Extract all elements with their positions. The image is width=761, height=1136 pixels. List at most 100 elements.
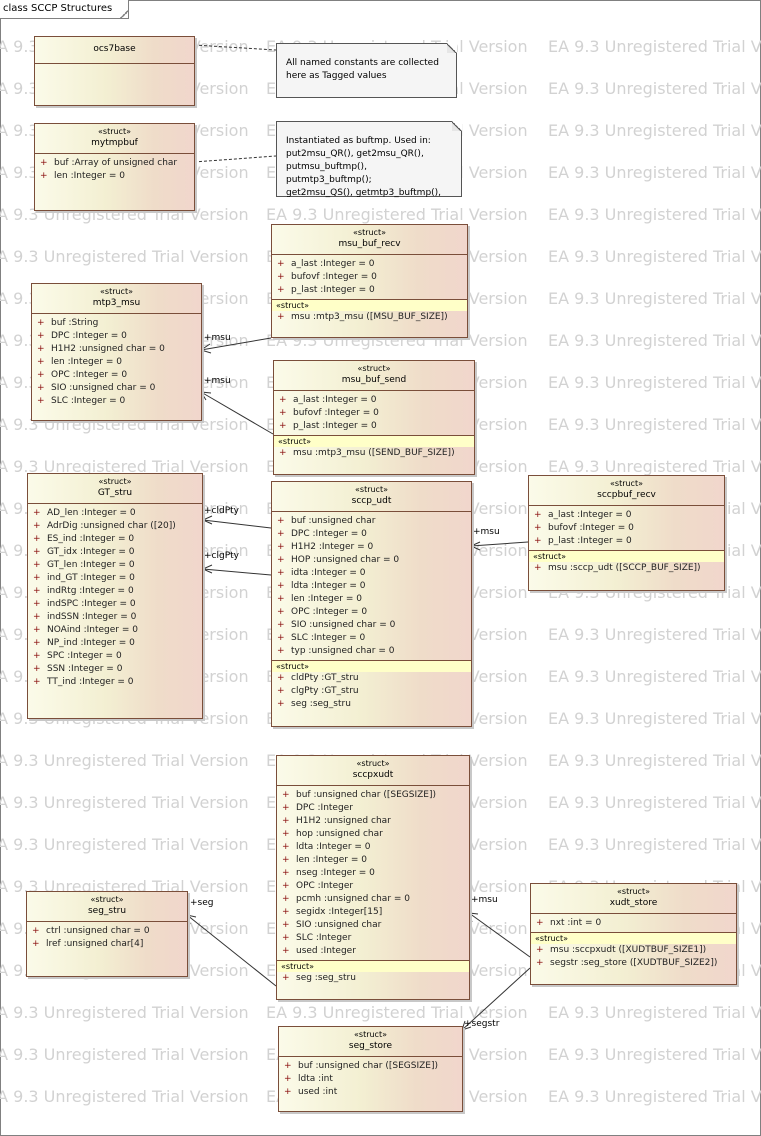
visibility-marker: + (277, 516, 285, 526)
attribute-row[interactable]: +bufovf :Integer = 0 (274, 407, 474, 420)
visibility-marker: + (534, 510, 542, 520)
visibility-marker: + (534, 523, 542, 533)
attribute-row[interactable]: +indSPC :Integer = 0 (28, 598, 202, 611)
class-gt_stru[interactable]: «struct»GT_stru+AD_len :Integer = 0+AdrD… (27, 473, 203, 719)
attribute-row[interactable]: +nseg :Integer = 0 (277, 867, 469, 880)
class-mtp3_msu[interactable]: «struct»mtp3_msu+buf :String+DPC :Intege… (31, 283, 202, 421)
class-msu_buf_send[interactable]: «struct»msu_buf_send+a_last :Integer = 0… (273, 360, 475, 475)
visibility-marker: + (277, 272, 285, 282)
class-sccpxudt[interactable]: «struct»sccpxudt+buf :unsigned char ([SE… (276, 755, 470, 1000)
class-stereotype: «struct» (354, 1030, 387, 1039)
attribute-row[interactable]: +SIO :unsigned char (277, 919, 469, 932)
association-row[interactable]: +msu :sccpxudt ([XUDTBUF_SIZE1]) (531, 944, 736, 957)
attribute-row[interactable]: +p_last :Integer = 0 (274, 420, 474, 433)
attribute-row[interactable]: +NP_ind :Integer = 0 (28, 637, 202, 650)
attribute-row[interactable]: +H1H2 :Integer = 0 (272, 541, 471, 554)
attribute-row[interactable]: +AD_len :Integer = 0 (28, 507, 202, 520)
attribute-row[interactable]: +indRtg :Integer = 0 (28, 585, 202, 598)
attribute-row[interactable]: +SLC :Integer = 0 (272, 632, 471, 645)
attribute-row[interactable]: +typ :unsigned char = 0 (272, 645, 471, 658)
attribute-row[interactable]: +p_last :Integer = 0 (272, 284, 467, 297)
attribute-list: +a_last :Integer = 0+bufovf :Integer = 0… (529, 506, 724, 550)
attribute-row[interactable]: +ldta :Integer = 0 (277, 841, 469, 854)
class-sccpbuf_recv[interactable]: «struct»sccpbuf_recv+a_last :Integer = 0… (528, 475, 725, 591)
attribute-row[interactable]: +SLC :Integer (277, 932, 469, 945)
attribute-row[interactable]: +used :Integer (277, 945, 469, 958)
attribute-row[interactable]: +H1H2 :unsigned char = 0 (32, 343, 201, 356)
attribute-row[interactable]: +SIO :unsigned char = 0 (272, 619, 471, 632)
attribute-row[interactable]: +AdrDig :unsigned char ([20]) (28, 520, 202, 533)
attribute-row[interactable]: +bufovf :Integer = 0 (272, 271, 467, 284)
attribute-row[interactable]: +segidx :Integer[15] (277, 906, 469, 919)
attribute-row[interactable]: +DPC :Integer = 0 (32, 330, 201, 343)
association-row[interactable]: +seg :seg_stru (277, 972, 469, 985)
attribute-row[interactable]: +a_last :Integer = 0 (274, 394, 474, 407)
attribute-row[interactable]: +hop :unsigned char (277, 828, 469, 841)
class-seg_store[interactable]: «struct»seg_store+buf :unsigned char ([S… (278, 1026, 463, 1112)
attribute-row[interactable]: +HOP :unsigned char = 0 (272, 554, 471, 567)
attribute-row[interactable]: +ldta :Integer = 0 (272, 580, 471, 593)
attribute-row[interactable]: +ind_GT :Integer = 0 (28, 572, 202, 585)
attribute-row[interactable]: +SSN :Integer = 0 (28, 663, 202, 676)
attribute-row[interactable]: +indSSN :Integer = 0 (28, 611, 202, 624)
attribute-row[interactable]: +pcmh :unsigned char = 0 (277, 893, 469, 906)
note-named-constants: All named constants are collected here a… (276, 43, 457, 98)
attribute-row[interactable]: +len :Integer = 0 (35, 170, 194, 183)
link-xudt_store-seg_store (461, 967, 531, 1031)
attribute-row[interactable]: +a_last :Integer = 0 (272, 258, 467, 271)
attribute-row[interactable]: +ES_ind :Integer = 0 (28, 533, 202, 546)
attribute-row[interactable]: +buf :unsigned char ([SEGSIZE]) (277, 789, 469, 802)
class-xudt_store[interactable]: «struct»xudt_store+nxt :int = 0«struct»+… (530, 883, 737, 985)
attribute-row[interactable]: +ldta :int (279, 1073, 462, 1086)
attribute-row[interactable]: +used :int (279, 1086, 462, 1099)
attribute-text: buf :unsigned char ([SEGSIZE]) (296, 790, 436, 800)
attribute-row[interactable]: +DPC :Integer (277, 802, 469, 815)
attribute-list: +nxt :int = 0 (531, 914, 736, 932)
attribute-row[interactable]: +len :Integer = 0 (32, 356, 201, 369)
association-row[interactable]: +seg :seg_stru (272, 698, 471, 711)
association-row[interactable]: +segstr :seg_store ([XUDTBUF_SIZE2]) (531, 957, 736, 970)
class-sccp_udt[interactable]: «struct»sccp_udt+buf :unsigned char+DPC … (271, 481, 472, 727)
association-row[interactable]: +msu :sccp_udt ([SCCP_BUF_SIZE]) (529, 562, 724, 575)
note-link-ocs7base (193, 44, 277, 51)
attribute-row[interactable]: +len :Integer = 0 (277, 854, 469, 867)
note-link-mytmpbuf (193, 155, 277, 163)
attribute-row[interactable]: +buf :Array of unsigned char (35, 157, 194, 170)
attribute-row[interactable]: +OPC :Integer = 0 (272, 606, 471, 619)
attribute-row[interactable]: +idta :Integer = 0 (272, 567, 471, 580)
visibility-marker: + (284, 1074, 292, 1084)
attribute-row[interactable]: +GT_len :Integer = 0 (28, 559, 202, 572)
attribute-row[interactable]: +OPC :Integer (277, 880, 469, 893)
attribute-row[interactable]: +OPC :Integer = 0 (32, 369, 201, 382)
class-stereotype: «struct» (357, 364, 391, 373)
association-row[interactable]: +cldPty :GT_stru (272, 672, 471, 685)
attribute-row[interactable]: +buf :unsigned char (272, 515, 471, 528)
class-mytmpbuf[interactable]: «struct»mytmpbuf+buf :Array of unsigned … (34, 123, 195, 211)
attribute-row[interactable]: +lref :unsigned char[4] (27, 938, 187, 951)
attribute-row[interactable]: +TT_ind :Integer = 0 (28, 676, 202, 689)
attribute-row[interactable]: +ctrl :unsigned char = 0 (27, 925, 187, 938)
attribute-row[interactable]: +SPC :Integer = 0 (28, 650, 202, 663)
attribute-row[interactable]: +GT_idx :Integer = 0 (28, 546, 202, 559)
attribute-row[interactable]: +SLC :Integer = 0 (32, 395, 201, 408)
attribute-list: +a_last :Integer = 0+bufovf :Integer = 0… (274, 391, 474, 435)
attribute-row[interactable]: +buf :String (32, 317, 201, 330)
attribute-row[interactable]: +bufovf :Integer = 0 (529, 522, 724, 535)
attribute-row[interactable]: +p_last :Integer = 0 (529, 535, 724, 548)
attribute-row[interactable]: +nxt :int = 0 (531, 917, 736, 930)
association-row[interactable]: +msu :mtp3_msu ([MSU_BUF_SIZE]) (272, 311, 467, 324)
attribute-row[interactable]: +NOAind :Integer = 0 (28, 624, 202, 637)
association-text: segstr :seg_store ([XUDTBUF_SIZE2]) (550, 958, 718, 968)
association-row[interactable]: +msu :mtp3_msu ([SEND_BUF_SIZE]) (274, 447, 474, 460)
association-text: msu :mtp3_msu ([MSU_BUF_SIZE]) (291, 312, 448, 322)
attribute-row[interactable]: +buf :unsigned char ([SEGSIZE]) (279, 1060, 462, 1073)
attribute-row[interactable]: +len :Integer = 0 (272, 593, 471, 606)
attribute-row[interactable]: +SIO :unsigned char = 0 (32, 382, 201, 395)
attribute-row[interactable]: +a_last :Integer = 0 (529, 509, 724, 522)
class-ocs7base[interactable]: ocs7base (34, 36, 195, 106)
class-seg_stru[interactable]: «struct»seg_stru+ctrl :unsigned char = 0… (26, 891, 188, 977)
association-row[interactable]: +clgPty :GT_stru (272, 685, 471, 698)
attribute-row[interactable]: +DPC :Integer = 0 (272, 528, 471, 541)
attribute-row[interactable]: +H1H2 :unsigned char (277, 815, 469, 828)
class-msu_buf_recv[interactable]: «struct»msu_buf_recv+a_last :Integer = 0… (271, 224, 468, 338)
